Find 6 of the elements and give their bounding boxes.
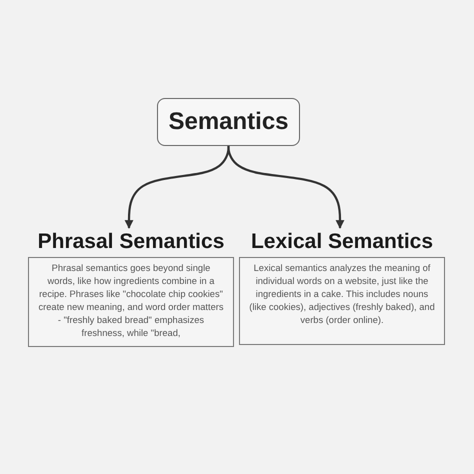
description-box: Lexical semantics analyzes the meaning of individual words on a website, just like the ingredients in a cake. This includes nouns (like cookies), adjectives (freshly baked), and verbs (order online).	[239, 257, 445, 345]
heading: Lexical Semantics	[250, 229, 434, 255]
topic-box: Semantics	[157, 98, 300, 146]
heading: Phrasal Semantics	[36, 229, 226, 255]
arrow	[227, 146, 344, 229]
description-box: Phrasal semantics goes beyond single words, like how ingredients combine in a recipe. Phrases like "chocolate chip cookies" create new meaning, and word order matters - "freshly baked bread" emphasizes freshness, while "bread,	[28, 257, 234, 347]
